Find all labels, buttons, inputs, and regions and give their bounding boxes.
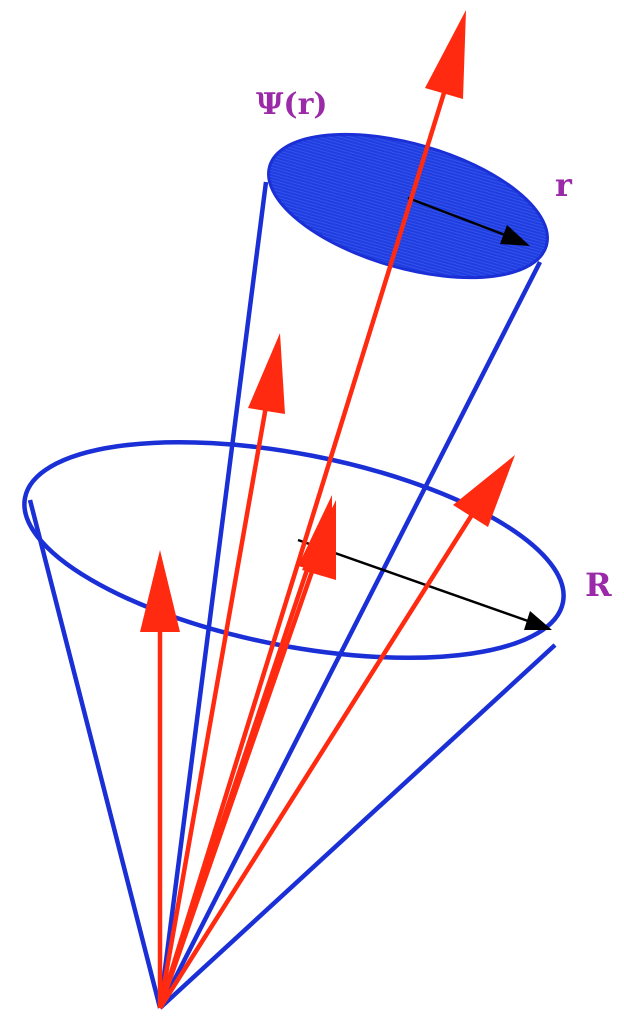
- psi-label: Ψ(r): [256, 87, 328, 122]
- large-radius-label: R: [585, 566, 612, 604]
- narrow-cone-left-edge: [157, 181, 269, 1009]
- large-cone-rim: [22, 439, 566, 661]
- small-radius-label: r: [555, 166, 573, 204]
- large-cone-left-edge: [27, 499, 163, 1009]
- narrow-cone: [157, 181, 543, 1010]
- large-cone: [22, 439, 566, 1010]
- large-cone-right-edge: [158, 643, 557, 1010]
- red-arrow-icon: [158, 455, 515, 1010]
- large-radius-arrow: [297, 538, 552, 630]
- small-radius-arrow: [407, 196, 530, 246]
- red-vectors: [140, 333, 515, 1010]
- narrow-cone-right-edge: [157, 260, 543, 1010]
- red-arrow-icon: [157, 500, 336, 1009]
- red-arrow-icon: [157, 333, 285, 1009]
- red-arrow-icon: [157, 10, 466, 1009]
- red-arrow-icon: [140, 550, 180, 1008]
